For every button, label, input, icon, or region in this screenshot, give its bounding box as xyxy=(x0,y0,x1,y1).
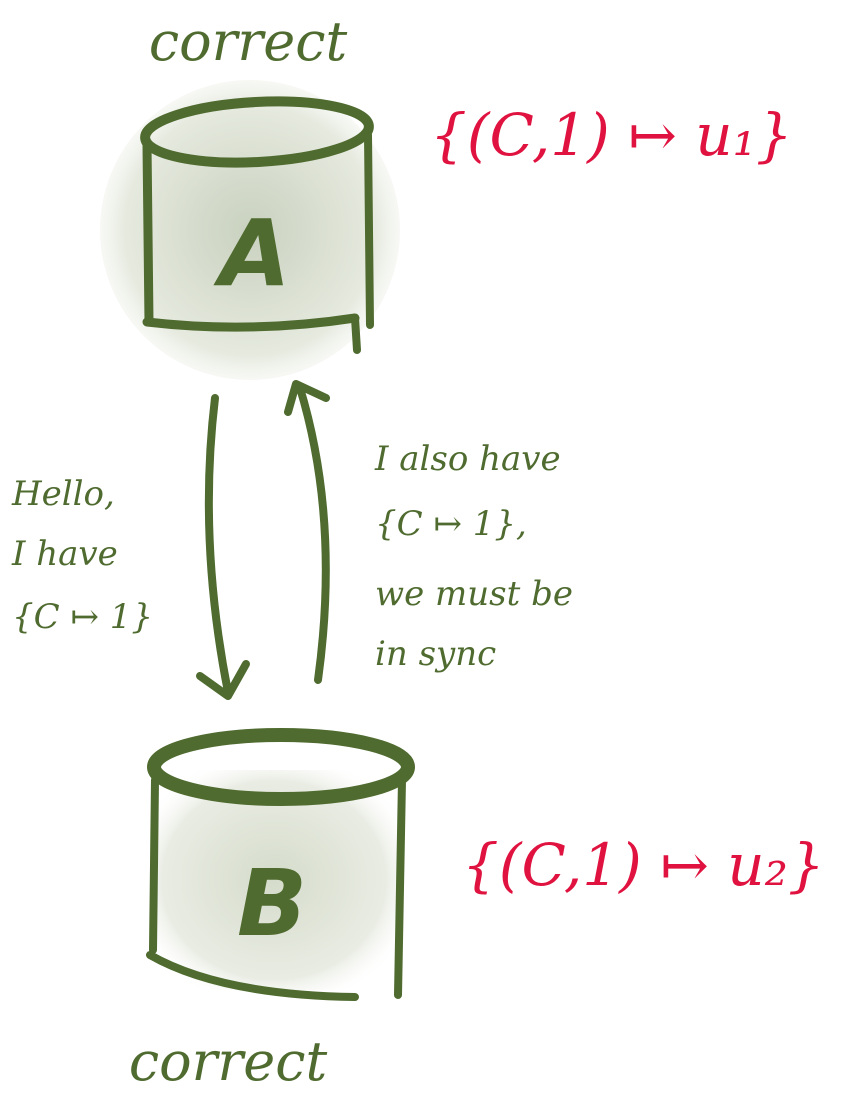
node-b-wash xyxy=(150,770,398,990)
message-b-to-a-line-4: in sync xyxy=(375,634,496,674)
arrow-b-to-a xyxy=(284,380,330,684)
message-a-to-b-line-3: {C ↦ 1} xyxy=(12,597,153,637)
message-a-to-b-line-2: I have xyxy=(11,534,118,574)
node-a: correct A {(C,1) ↦ u₁} xyxy=(100,10,793,380)
message-a-to-b: Hello, I have {C ↦ 1} xyxy=(11,474,153,637)
message-b-to-a-line-1: I also have xyxy=(374,439,561,479)
node-b: B {(C,1) ↦ u₂} correct xyxy=(129,728,825,1093)
node-b-state: {(C,1) ↦ u₂} xyxy=(462,831,825,899)
node-b-label: B xyxy=(237,850,307,957)
node-a-state: {(C,1) ↦ u₁} xyxy=(430,101,793,169)
node-a-status: correct xyxy=(149,10,348,73)
message-b-to-a-line-2: {C ↦ 1}, xyxy=(375,504,527,544)
message-a-to-b-line-1: Hello, xyxy=(11,474,115,514)
node-a-label: A xyxy=(213,200,290,307)
node-b-status: correct xyxy=(129,1030,328,1093)
node-b-cylinder-icon xyxy=(146,728,415,1001)
arrow-a-to-b xyxy=(196,394,250,700)
message-b-to-a-line-3: we must be xyxy=(375,574,573,614)
message-b-to-a: I also have {C ↦ 1}, we must be in sync xyxy=(374,439,573,674)
node-a-cylinder-icon xyxy=(140,96,374,354)
